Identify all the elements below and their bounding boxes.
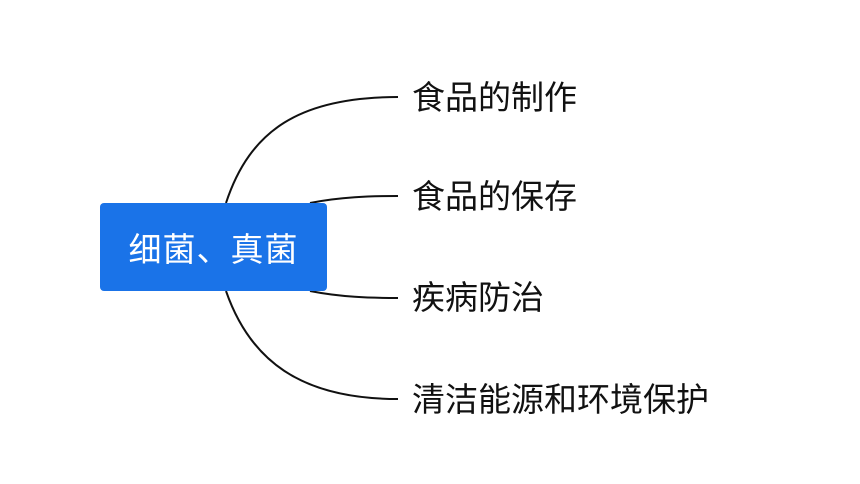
connector-branch-1	[225, 96, 399, 204]
branch-label: 食品的制作	[412, 78, 577, 117]
branch-node-food-production[interactable]: 食品的制作	[412, 78, 577, 118]
connector-branch-3	[309, 290, 399, 299]
connector-branch-4	[225, 290, 399, 400]
branch-node-disease-control[interactable]: 疾病防治	[412, 278, 544, 318]
connector-branch-2	[309, 195, 399, 204]
root-node-label: 细菌、真菌	[128, 230, 299, 269]
branch-label: 疾病防治	[412, 278, 544, 317]
branch-node-food-preservation[interactable]: 食品的保存	[412, 177, 577, 217]
branch-label: 食品的保存	[412, 177, 577, 216]
branch-node-clean-energy[interactable]: 清洁能源和环境保护	[412, 380, 709, 420]
root-node[interactable]: 细菌、真菌	[100, 203, 327, 291]
branch-label: 清洁能源和环境保护	[412, 380, 709, 419]
